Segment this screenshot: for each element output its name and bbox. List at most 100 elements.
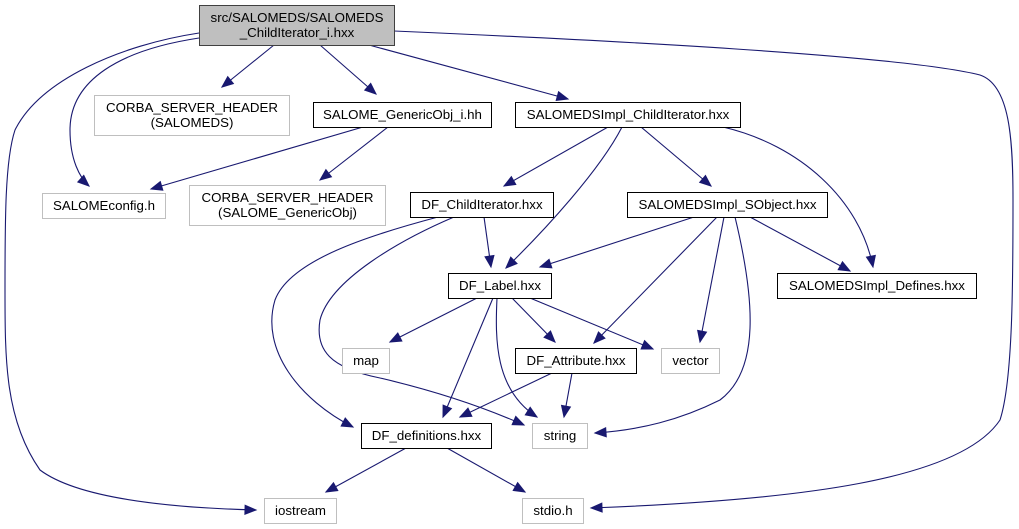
edge-salomedsimpl_childiterator-to-salomedsimpl_sobject xyxy=(640,126,713,187)
edge-line xyxy=(318,216,525,426)
edges-layer xyxy=(4,30,1014,515)
edge-line xyxy=(69,37,200,187)
node-label: (SALOMEDS) xyxy=(151,115,234,130)
edge-df_label-to-vector xyxy=(529,297,655,350)
node-df-childiterator[interactable]: DF_ChildIterator.hxx xyxy=(410,192,554,218)
node-root[interactable]: src/SALOMEDS/SALOMEDS_ChildIterator_i.hx… xyxy=(199,5,395,46)
arrowhead-icon xyxy=(244,504,258,515)
node-label: (SALOME_GenericObj) xyxy=(218,205,357,220)
arrowhead-icon xyxy=(442,404,453,419)
edge-df_childiterator-to-string xyxy=(318,216,526,426)
edge-salomedsimpl_sobject-to-vector xyxy=(697,216,725,344)
node-label: string xyxy=(544,428,577,443)
edge-salomedsimpl_sobject-to-df_label xyxy=(538,216,695,269)
arrowhead-icon xyxy=(589,502,603,513)
edge-salomedsimpl_childiterator-to-df_label xyxy=(505,126,623,269)
node-label: SALOMEconfig.h xyxy=(53,198,155,213)
edge-df_label-to-df_attribute xyxy=(511,297,556,343)
arrowhead-icon xyxy=(837,260,852,272)
node-label: DF_definitions.hxx xyxy=(372,428,482,443)
arrowhead-icon xyxy=(149,180,164,191)
node-label: vector xyxy=(672,353,709,368)
arrowhead-icon xyxy=(511,415,526,426)
edge-line xyxy=(4,32,257,511)
edge-salome_genericobj-to-salomeconfig xyxy=(149,126,364,191)
nodes-layer: src/SALOMEDS/SALOMEDS_ChildIterator_i.hx… xyxy=(42,5,977,524)
edge-line xyxy=(389,297,478,343)
edge-line xyxy=(150,126,364,190)
edge-df_label-to-string xyxy=(495,297,539,418)
edge-df_definitions-to-stdio xyxy=(446,447,527,493)
node-label: stdio.h xyxy=(533,503,572,518)
edge-line xyxy=(319,44,377,95)
node-box xyxy=(342,348,390,374)
edge-df_label-to-map xyxy=(388,297,478,343)
node-salomedsimpl-sobject[interactable]: SALOMEDSImpl_SObject.hxx xyxy=(627,192,828,218)
node-salomedsimpl-defines[interactable]: SALOMEDSImpl_Defines.hxx xyxy=(777,273,977,299)
node-box xyxy=(42,193,166,219)
edge-df_attribute-to-string xyxy=(560,372,573,419)
node-corba-salomeds: CORBA_SERVER_HEADER(SALOMEDS) xyxy=(94,95,290,136)
arrowhead-icon xyxy=(318,168,333,181)
edge-line xyxy=(325,447,407,493)
arrowhead-icon xyxy=(220,75,235,88)
edge-root-to-stdio xyxy=(393,30,1014,513)
node-box xyxy=(532,423,588,449)
node-box xyxy=(661,348,720,374)
edge-salome_genericobj-to-corba_genericobj xyxy=(318,126,389,181)
arrowhead-icon xyxy=(512,481,527,493)
node-iostream: iostream xyxy=(264,498,337,524)
node-df-label[interactable]: DF_Label.hxx xyxy=(448,273,552,299)
edge-line xyxy=(749,216,851,272)
edge-df_childiterator-to-df_label xyxy=(483,216,495,269)
arrowhead-icon xyxy=(543,330,556,343)
edge-root-to-salomeconfig xyxy=(69,37,200,187)
arrowhead-icon xyxy=(560,404,572,419)
edge-line xyxy=(393,30,1014,509)
edge-line xyxy=(593,216,718,344)
edge-line xyxy=(271,216,439,428)
edge-line xyxy=(459,372,553,418)
node-label: CORBA_SERVER_HEADER xyxy=(202,190,374,205)
arrowhead-icon xyxy=(593,427,607,438)
edge-line xyxy=(722,126,874,268)
node-label: DF_Label.hxx xyxy=(459,278,541,293)
node-box xyxy=(264,498,337,524)
edge-line xyxy=(539,216,695,268)
node-label: DF_ChildIterator.hxx xyxy=(421,197,543,212)
node-stdio: stdio.h xyxy=(522,498,584,524)
arrowhead-icon xyxy=(484,254,495,269)
edge-line xyxy=(529,297,654,350)
arrowhead-icon xyxy=(593,331,606,344)
arrowhead-icon xyxy=(538,258,553,269)
node-box xyxy=(410,192,554,218)
node-label: DF_Attribute.hxx xyxy=(526,353,625,368)
arrowhead-icon xyxy=(697,329,708,344)
arrowhead-icon xyxy=(502,175,517,187)
node-box xyxy=(627,192,828,218)
node-salome-genericobj[interactable]: SALOME_GenericObj_i.hh xyxy=(313,102,492,128)
edge-line xyxy=(446,447,526,493)
node-box xyxy=(189,185,386,226)
node-box xyxy=(199,5,395,46)
node-box xyxy=(361,423,492,449)
edge-line xyxy=(640,126,712,187)
edge-df_definitions-to-iostream xyxy=(324,447,407,493)
node-label: SALOMEDSImpl_Defines.hxx xyxy=(789,278,965,293)
node-df-definitions[interactable]: DF_definitions.hxx xyxy=(361,423,492,449)
node-label: SALOME_GenericObj_i.hh xyxy=(323,107,482,122)
edge-df_attribute-to-df_definitions xyxy=(458,372,553,418)
arrowhead-icon xyxy=(524,406,539,418)
node-df-attribute[interactable]: DF_Attribute.hxx xyxy=(515,348,637,374)
node-label: _ChildIterator_i.hxx xyxy=(239,25,355,40)
edge-root-to-iostream xyxy=(4,32,258,515)
node-label: SALOMEDSImpl_SObject.hxx xyxy=(638,197,816,212)
node-salomedsimpl-childiterator[interactable]: SALOMEDSImpl_ChildIterator.hxx xyxy=(515,102,741,128)
edge-line xyxy=(495,297,538,418)
arrowhead-icon xyxy=(458,407,473,418)
arrowhead-icon xyxy=(388,332,403,343)
edge-salomedsimpl_childiterator-to-salomedsimpl_defines xyxy=(722,126,876,269)
node-vector: vector xyxy=(661,348,720,374)
arrowhead-icon xyxy=(698,174,713,187)
arrowhead-icon xyxy=(76,174,90,187)
